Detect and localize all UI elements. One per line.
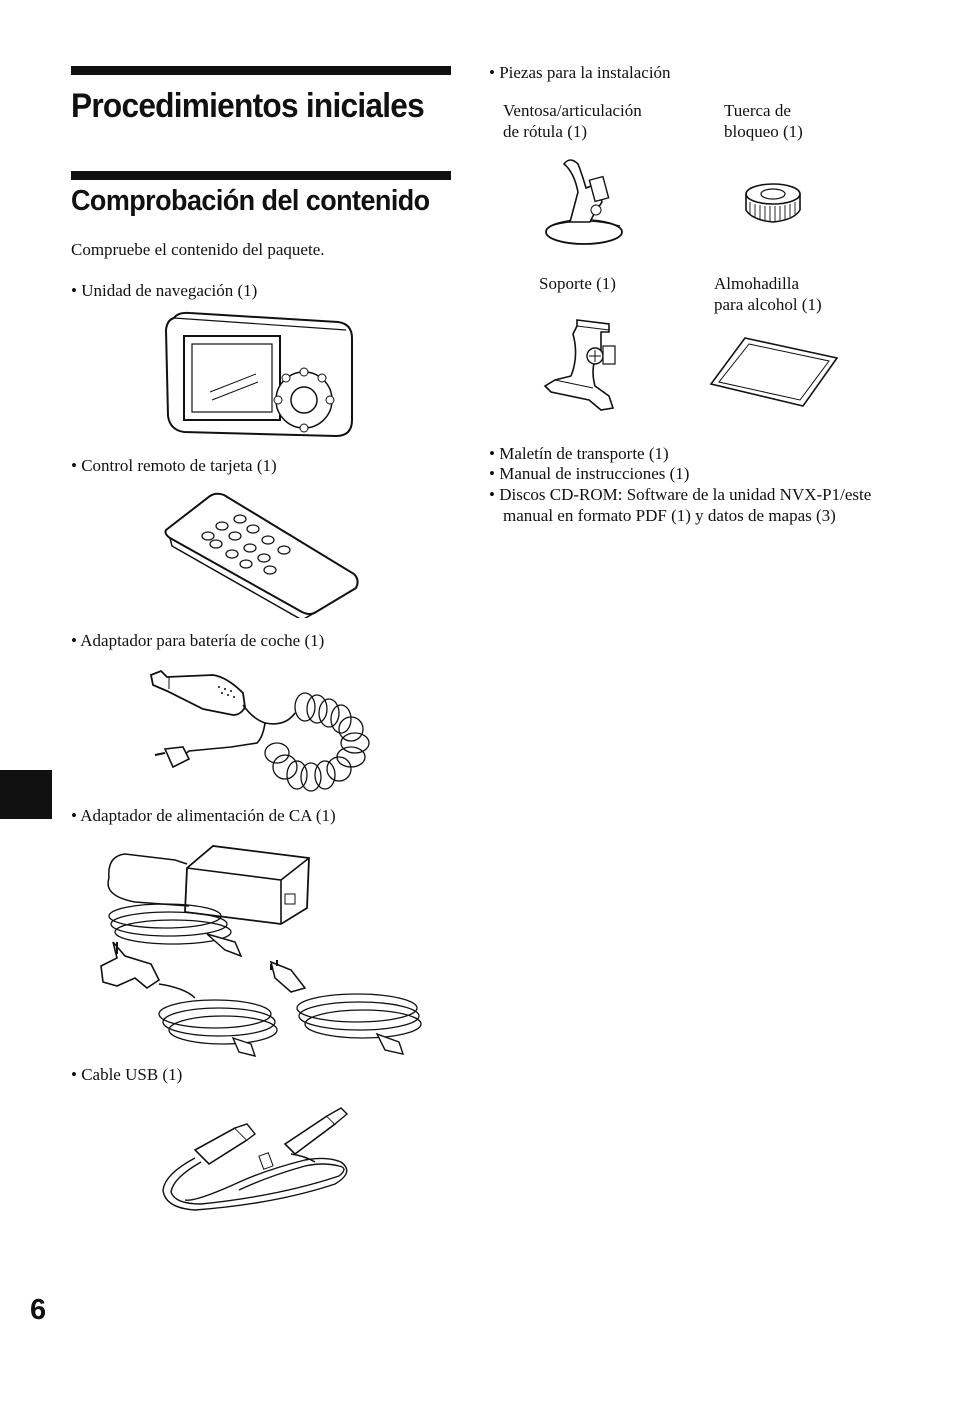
usb-cable-illustration bbox=[155, 1100, 360, 1225]
list-item: • Discos CD-ROM: Software de la unidad N… bbox=[489, 485, 872, 525]
item-label-car-battery-adapter: Adaptador para batería de coche (1) bbox=[71, 630, 324, 651]
part-label-line: Almohadilla bbox=[714, 274, 799, 293]
part-label-line: Ventosa/articulación bbox=[503, 101, 642, 120]
list-item: Manual de instrucciones (1) bbox=[489, 463, 689, 484]
page-title: Procedimientos iniciales bbox=[71, 87, 425, 125]
lock-nut-illustration bbox=[742, 180, 804, 224]
part-label-suction-cup: Ventosa/articulación de rótula (1) bbox=[503, 100, 642, 142]
item-label-ac-power-adapter: Adaptador de alimentación de CA (1) bbox=[71, 805, 335, 826]
navigation-unit-illustration bbox=[160, 308, 360, 443]
item-label-usb-cable: Cable USB (1) bbox=[71, 1064, 182, 1085]
card-remote-illustration bbox=[160, 488, 365, 618]
page-number: 6 bbox=[30, 1294, 47, 1326]
intro-text: Compruebe el contenido del paquete. bbox=[71, 240, 325, 259]
suction-cup-illustration bbox=[540, 152, 630, 252]
chapter-side-tab bbox=[0, 770, 52, 819]
bracket-illustration bbox=[543, 316, 623, 412]
part-label-line: para alcohol (1) bbox=[714, 295, 822, 314]
car-battery-adapter-illustration bbox=[145, 663, 380, 795]
title-rule bbox=[71, 66, 451, 75]
part-label-lock-nut: Tuerca de bloqueo (1) bbox=[724, 100, 803, 142]
part-label-line: bloqueo (1) bbox=[724, 122, 803, 141]
item-label-navigation-unit: Unidad de navegación (1) bbox=[71, 280, 257, 301]
section-rule bbox=[71, 171, 451, 180]
alcohol-pad-illustration bbox=[709, 334, 839, 410]
part-label-line: Soporte (1) bbox=[539, 274, 616, 293]
part-label-line: Tuerca de bbox=[724, 101, 791, 120]
part-label-alcohol-pad: Almohadilla para alcohol (1) bbox=[714, 273, 822, 315]
part-label-line: de rótula (1) bbox=[503, 122, 588, 141]
part-label-bracket: Soporte (1) bbox=[539, 273, 616, 294]
ac-power-adapter-illustration bbox=[95, 838, 435, 1060]
install-heading: Piezas para la instalación bbox=[489, 62, 670, 83]
list-item: Maletín de transporte (1) bbox=[489, 443, 668, 464]
section-title: Comprobación del contenido bbox=[71, 185, 430, 217]
list-item-text: Discos CD-ROM: Software de la unidad NVX… bbox=[499, 485, 872, 525]
item-label-card-remote: Control remoto de tarjeta (1) bbox=[71, 455, 276, 476]
